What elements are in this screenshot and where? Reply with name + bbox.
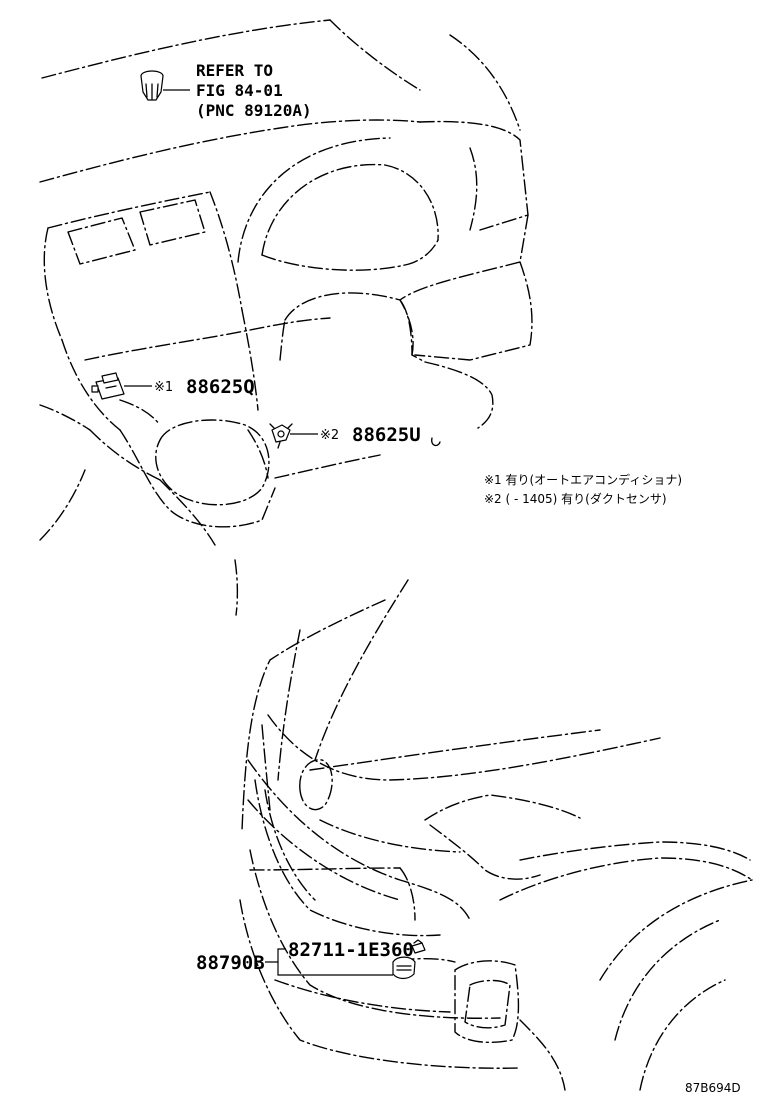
front-body-outline <box>239 579 753 1091</box>
ambient-sensor-icon <box>392 956 416 980</box>
footnote-1: ※1 有り(オートエアコンディショナ) <box>484 472 682 487</box>
part-mark-1: ※1 <box>154 380 173 395</box>
leader-lines <box>124 89 441 976</box>
connector-clip-icon <box>140 70 164 101</box>
refer-to-line3: (PNC 89120A) <box>196 101 312 120</box>
dashboard-outline <box>39 19 533 616</box>
refer-to-line1: REFER TO <box>196 61 273 80</box>
part-number-88625Q[interactable]: 88625Q <box>186 376 255 398</box>
part-mark-2: ※2 <box>320 428 339 443</box>
diagram-code: 87B694D <box>685 1081 741 1095</box>
refer-to-line2: FIG 84-01 <box>196 81 283 100</box>
small-clip-icon <box>411 939 426 954</box>
part-number-88625U[interactable]: 88625U <box>352 424 421 446</box>
sensor-icon <box>91 372 125 400</box>
footnote-2: ※2 ( - 1405) 有り(ダクトセンサ) <box>484 491 667 506</box>
duct-sensor-icon <box>269 423 293 449</box>
part-number-88790B[interactable]: 88790B <box>196 952 265 974</box>
part-number-82711-1E360[interactable]: 82711-1E360 <box>288 939 414 961</box>
